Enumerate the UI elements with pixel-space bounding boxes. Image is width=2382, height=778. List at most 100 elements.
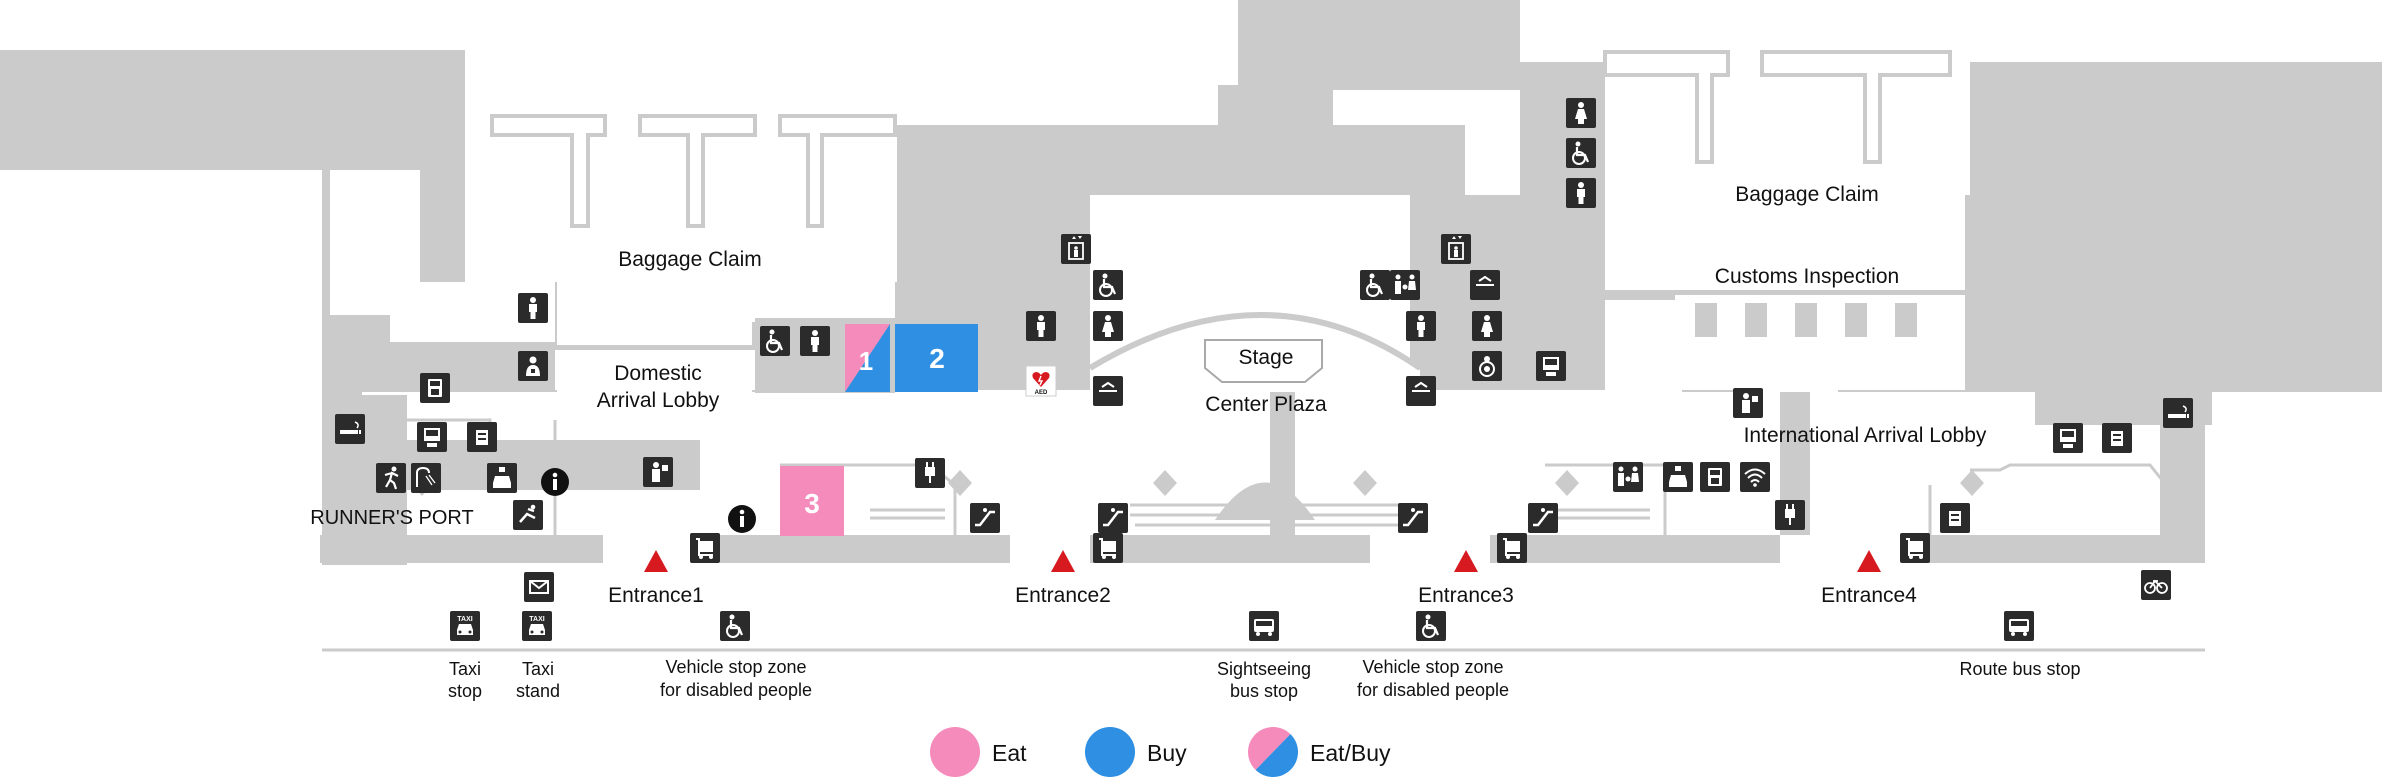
escalator-icon[interactable] [1396, 501, 1430, 535]
female-restroom-icon[interactable] [1566, 98, 1596, 128]
elevator-icon[interactable] [1060, 233, 1092, 265]
massage-icon[interactable] [511, 498, 545, 532]
entrance-4-marker [1857, 550, 1881, 572]
domestic-lobby-label-line2: Arrival Lobby [597, 389, 720, 412]
female-restroom-icon[interactable] [1093, 311, 1123, 341]
entrance-1-label: Entrance1 [608, 584, 704, 607]
atm-icon[interactable] [417, 422, 447, 452]
entrance-3[interactable]: Entrance3 [1418, 550, 1514, 607]
male-restroom-icon[interactable] [1026, 311, 1056, 341]
locker-icon[interactable] [467, 422, 497, 452]
info-icon[interactable] [728, 505, 756, 533]
prayer-room-icon[interactable] [1092, 375, 1124, 407]
aed-icon[interactable] [1025, 365, 1057, 397]
male-restroom-icon[interactable] [1406, 311, 1436, 341]
legend-buy: Buy [1085, 727, 1187, 777]
accessible-restroom-icon[interactable] [1564, 136, 1598, 170]
entrance-2[interactable]: Entrance2 [1015, 550, 1111, 607]
elevator-icon[interactable] [1440, 233, 1472, 265]
baggage-claim-left-label: Baggage Claim [618, 248, 762, 271]
car-rental-icon[interactable] [487, 463, 517, 493]
shower-icon[interactable] [410, 462, 442, 494]
guide-icon[interactable] [643, 457, 673, 487]
phone-icon[interactable] [420, 373, 450, 403]
multipurpose-restroom-icon[interactable] [1390, 270, 1420, 300]
route-bus-icon[interactable] [2004, 611, 2034, 641]
locker-icon[interactable] [1940, 503, 1970, 533]
legend-buy-swatch [1085, 727, 1135, 777]
smoking-area-icon[interactable] [2162, 397, 2194, 429]
legend-eatbuy-label: Eat/Buy [1310, 740, 1391, 766]
sightseeing-label-line1: Sightseeing [1217, 659, 1311, 679]
legend-eat-swatch [930, 727, 980, 777]
shop-1[interactable]: 1 [845, 324, 890, 392]
male-restroom-icon[interactable] [518, 293, 548, 323]
entrance-1[interactable]: Entrance1 [608, 550, 704, 607]
legend-eat: Eat [930, 727, 1027, 777]
taxi-stand-icon[interactable] [522, 611, 552, 641]
smoking-area-icon[interactable] [334, 413, 366, 445]
atm-icon[interactable] [1536, 351, 1566, 381]
shop-3[interactable]: 3 [780, 466, 844, 536]
stop-labels: Taxi stop Taxi stand Vehicle stop zone f… [448, 657, 2081, 701]
legend-eatbuy-swatch [1248, 727, 1298, 777]
prayer-room-icon[interactable] [1405, 375, 1437, 407]
area-labels: Baggage Claim Baggage Claim Domestic Arr… [310, 183, 1987, 529]
car-rental-icon[interactable] [1663, 462, 1693, 492]
nurse-icon[interactable] [518, 351, 548, 381]
accessible-vehicle-stop-icon[interactable] [1414, 609, 1448, 643]
shop-2[interactable]: 2 [895, 324, 978, 392]
mail-icon[interactable] [523, 571, 555, 603]
escalator-icon[interactable] [1526, 501, 1560, 535]
international-lobby-label: International Arrival Lobby [1744, 424, 1987, 447]
power-outlet-icon[interactable] [1775, 500, 1805, 530]
prayer-room-icon[interactable] [1469, 269, 1501, 301]
guide-icon[interactable] [1733, 388, 1763, 418]
baggage-claim-right-label: Baggage Claim [1735, 183, 1879, 206]
shop-2-number: 2 [929, 343, 945, 374]
male-restroom-icon[interactable] [1566, 178, 1596, 208]
shop-3-number: 3 [804, 488, 820, 519]
taxi-stop-label-line2: stop [448, 681, 482, 701]
legend-buy-label: Buy [1147, 740, 1187, 766]
entrance-4-label: Entrance4 [1821, 584, 1917, 607]
runners-icon[interactable] [374, 461, 408, 495]
male-restroom-icon[interactable] [800, 326, 830, 356]
female-restroom-icon[interactable] [1472, 311, 1502, 341]
accessible-vehicle-stop-icon[interactable] [718, 609, 752, 643]
bicycle-parking-icon[interactable] [2140, 569, 2172, 601]
sightseeing-bus-icon[interactable] [1249, 611, 1279, 641]
center-plaza-arc [1088, 312, 1422, 371]
escalator-icon[interactable] [1096, 501, 1130, 535]
power-outlet-icon[interactable] [915, 458, 945, 488]
wifi-icon[interactable] [1739, 461, 1771, 493]
entrance-4[interactable]: Entrance4 [1821, 550, 1917, 607]
customs-booths [1695, 303, 1917, 337]
taxi-stop-label-line1: Taxi [449, 659, 481, 679]
accessible-restroom-icon[interactable] [758, 324, 792, 358]
baggage-cart-icon[interactable] [1092, 532, 1124, 564]
baggage-cart-icon[interactable] [1899, 532, 1931, 564]
info-icon[interactable] [541, 468, 569, 496]
baggage-cart-icon[interactable] [689, 532, 721, 564]
domestic-lobby-label-line1: Domestic [614, 362, 702, 385]
entrance-3-label: Entrance3 [1418, 584, 1514, 607]
accessible-restroom-icon[interactable] [1091, 268, 1125, 302]
baby-room-icon[interactable] [1471, 350, 1503, 382]
accessible-restroom-icon[interactable] [1358, 268, 1392, 302]
phone-icon[interactable] [1700, 462, 1730, 492]
shop-1-number: 1 [859, 346, 873, 376]
taxi-stop-icon[interactable] [450, 611, 480, 641]
vehicle-stop-1-label-line2: for disabled people [660, 680, 812, 700]
escalator-icon[interactable] [968, 501, 1002, 535]
vehicle-stop-2-label-line1: Vehicle stop zone [1362, 657, 1503, 677]
taxi-stand-label-line1: Taxi [522, 659, 554, 679]
atm-icon[interactable] [2053, 423, 2083, 453]
legend: Eat Buy Eat/Buy [930, 727, 1391, 777]
baggage-cart-icon[interactable] [1496, 532, 1528, 564]
family-icon[interactable] [1613, 462, 1643, 492]
locker-icon[interactable] [2102, 423, 2132, 453]
stage-shape [1204, 339, 1323, 383]
